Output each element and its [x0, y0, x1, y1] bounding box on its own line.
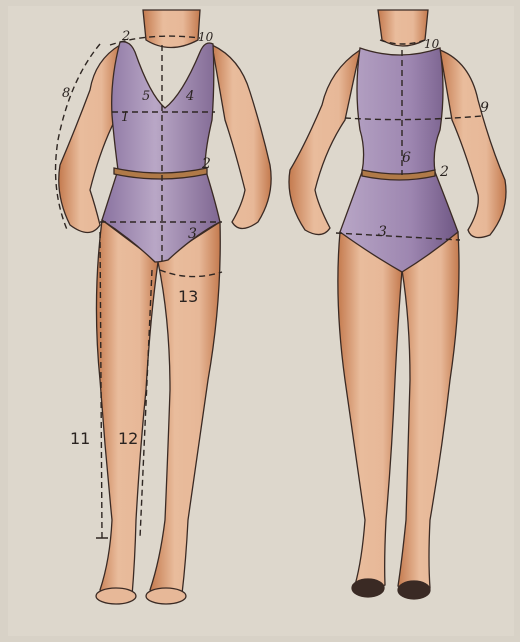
label-front-m5: 5	[142, 89, 150, 104]
label-front-m8-arm: 8	[62, 86, 70, 101]
label-front-m1-bust: 1	[121, 110, 129, 125]
label-front-m13-thigh: 13	[178, 287, 198, 306]
front-neck	[143, 10, 200, 48]
label-back-m10-neck: 10	[424, 37, 440, 51]
label-front-m2-waist: 2	[201, 156, 211, 172]
label-front-m10-neck: 10	[198, 30, 214, 44]
back-right-foot	[398, 581, 430, 599]
front-right-foot	[146, 588, 186, 604]
label-front-m11-side: 11	[70, 429, 90, 448]
front-left-foot	[96, 588, 136, 604]
back-neck	[378, 10, 428, 46]
back-left-foot	[352, 579, 384, 597]
label-back-m9-back: 9	[480, 100, 489, 116]
label-front-m2-neck: 2	[121, 29, 130, 44]
label-front-m12-inseam: 12	[118, 429, 138, 448]
label-back-m2-waist: 2	[439, 164, 449, 180]
label-back-m3-hip: 3	[378, 224, 387, 240]
label-front-m3-hip: 3	[188, 226, 197, 242]
label-front-m4: 4	[185, 89, 194, 104]
label-back-m6-back-length: 6	[402, 150, 411, 166]
